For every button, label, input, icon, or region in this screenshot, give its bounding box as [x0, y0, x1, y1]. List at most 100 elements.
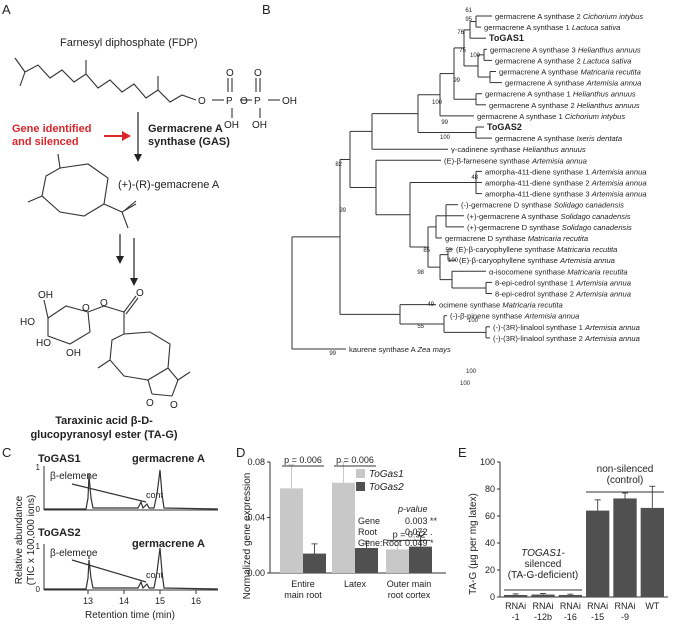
fdp-oh2: OH	[282, 96, 297, 107]
d-legend-swatch	[356, 482, 365, 491]
d-ytick-label: 0.00	[247, 568, 265, 578]
c-xtick-13: 13	[83, 596, 93, 606]
c-xtick-15: 15	[155, 596, 165, 606]
c-trace2-peak: germacrene A	[132, 538, 205, 550]
d-legend-swatch	[356, 469, 365, 478]
tree-bootstrap-value: 100	[470, 53, 481, 59]
tree-bootstrap-value: 99	[453, 78, 460, 84]
e-ytick-label: 80	[485, 484, 495, 494]
panel-a: A Farnesyl diphosphate (FDP) O P P O O O…	[2, 2, 297, 441]
c-trace2-line	[44, 547, 219, 590]
tree-bootstrap-value: 61	[465, 8, 472, 14]
gene-identified-label: Gene identified	[12, 123, 91, 135]
e-bar	[586, 510, 610, 597]
e-category-label: RNAi	[532, 601, 553, 611]
tree-bootstrap-values: 6195767510099100991008248995310085984910…	[329, 8, 480, 387]
e-control-label: non-silenced	[597, 464, 654, 475]
d-bar	[280, 488, 303, 573]
d-category-label: Outer main	[387, 579, 432, 589]
fdp-o2: O	[226, 68, 234, 79]
fdp-o4: O	[240, 96, 248, 107]
panel-c: C Relative abundance (TIC x 100,000 ions…	[2, 445, 219, 621]
e-category-label: -9	[621, 612, 629, 622]
d-bar	[332, 482, 355, 573]
e-ytick-label: 100	[480, 457, 495, 467]
tree-bootstrap-value: 49	[427, 302, 434, 308]
d-annotation: p = 0.006	[336, 455, 374, 465]
tree-bootstrap-value: 100	[460, 381, 471, 387]
tree-leaf-label: (-)-(3R)-linalool synthase 2 Artemisia a…	[493, 334, 640, 343]
fdp-p2: P	[254, 96, 261, 107]
e-bar	[558, 594, 582, 597]
d-category-label: Latex	[344, 579, 367, 589]
tree-branches	[291, 15, 502, 350]
fdp-o3: O	[254, 68, 262, 79]
e-bar	[613, 498, 637, 597]
tree-leaf-labels: germacrene A synthase 2 Cichorium intybu…	[349, 12, 647, 354]
red-arrowhead	[122, 131, 131, 141]
fdp-oh1: OH	[224, 120, 239, 131]
tree-leaf-label: γ-cadinene synthase Helianthus annuus	[451, 145, 586, 154]
enzyme-label-2: synthase (GAS)	[148, 136, 230, 148]
arrowhead-2b	[130, 278, 138, 286]
e-silenced-label: silenced	[525, 559, 562, 570]
gene-silenced-label: and silenced	[12, 136, 79, 148]
tree-bootstrap-value: 75	[459, 48, 466, 54]
tree-leaf-label: (-)-β-pinene synthase Artemisia annua	[450, 312, 579, 321]
e-bar	[531, 594, 555, 597]
e-category-label: RNAi	[614, 601, 635, 611]
c-xtick-16: 16	[191, 596, 201, 606]
fdp-o1: O	[198, 96, 206, 107]
c-trace1-cont: cont	[146, 490, 164, 500]
fdp-oh3: OH	[252, 120, 267, 131]
e-ytick-label: 20	[485, 565, 495, 575]
tree-leaf-label: germacrene A synthase Matricaria recutit…	[499, 68, 641, 77]
e-ylabel: TA-G (µg per mg latex)	[468, 493, 479, 595]
d-category-label: root cortex	[388, 590, 431, 600]
e-bar	[504, 594, 528, 597]
e-ytick-label: 40	[485, 538, 495, 548]
tree-leaf-label: germacrene A synthase Artemisia annua	[505, 79, 641, 88]
tree-bootstrap-value: 99	[329, 351, 336, 357]
tree-leaf-label: 8-epi-cedrol synthase 2 Artemisia annua	[495, 290, 631, 299]
tree-bootstrap-value: 100	[448, 258, 459, 264]
germacrene-structure	[27, 153, 137, 229]
c-ytick-top-1: 1	[36, 463, 41, 472]
d-bar	[303, 553, 326, 573]
e-category-label: -16	[564, 612, 577, 622]
tree-leaf-label: germacrene D synthase Matricaria recutit…	[445, 234, 588, 243]
d-bar	[386, 549, 409, 573]
panel-d-letter: D	[236, 445, 245, 460]
tag-o-lactone-2: O	[170, 400, 178, 411]
e-silenced-label: (TA-G-deficient)	[508, 570, 578, 581]
e-category-label: RNAi	[587, 601, 608, 611]
tree-bootstrap-value: 85	[423, 248, 430, 254]
tree-leaf-label: (-)-(3R)-linalool synthase 1 Artemisia a…	[493, 323, 640, 332]
c-trace1-elemene: β-elemene	[50, 471, 98, 482]
tag-o-ester: O	[100, 298, 108, 309]
panel-a-letter: A	[2, 2, 11, 17]
tree-bootstrap-value: 82	[335, 162, 342, 168]
tree-leaf-label: germacrene A synthase 3 Helianthus annuu…	[490, 45, 641, 54]
tag-label-1: Taraxinic acid β-D-	[55, 415, 153, 427]
tag-structure	[43, 295, 191, 397]
e-category-label: -15	[591, 612, 604, 622]
e-control-label: (control)	[607, 475, 644, 486]
c-ytick-bottom-0: 0	[36, 585, 41, 594]
tree-bootstrap-value: 95	[465, 17, 472, 23]
tree-leaf-label: germacrene A synthase 1 Lactuca sativa	[484, 23, 620, 32]
e-category-label: -1	[512, 612, 520, 622]
tag-o-lactone-1: O	[146, 398, 154, 409]
tree-leaf-label: (E)-β-caryophyllene synthase Matricaria …	[456, 245, 617, 254]
c-xlabel: Retention time (min)	[85, 610, 175, 621]
e-ytick-label: 60	[485, 511, 495, 521]
tree-leaf-label: germacrene A synthase 2 Helianthus annuu…	[489, 101, 640, 110]
tree-leaf-label: 8-epi-cedrol synthase 1 Artemisia annua	[495, 278, 631, 287]
fdp-structure	[14, 57, 280, 118]
gemacrene-label: (+)-(R)-gemacrene A	[118, 179, 220, 191]
tree-leaf-label: amorpha-411-diene synthase 2 Artemisia a…	[485, 179, 647, 188]
tree-bootstrap-value: 53	[445, 248, 452, 254]
fdp-p1: P	[226, 96, 233, 107]
c-ytick-bottom-1: 1	[36, 542, 41, 551]
tree-bootstrap-value: 48	[471, 175, 478, 181]
